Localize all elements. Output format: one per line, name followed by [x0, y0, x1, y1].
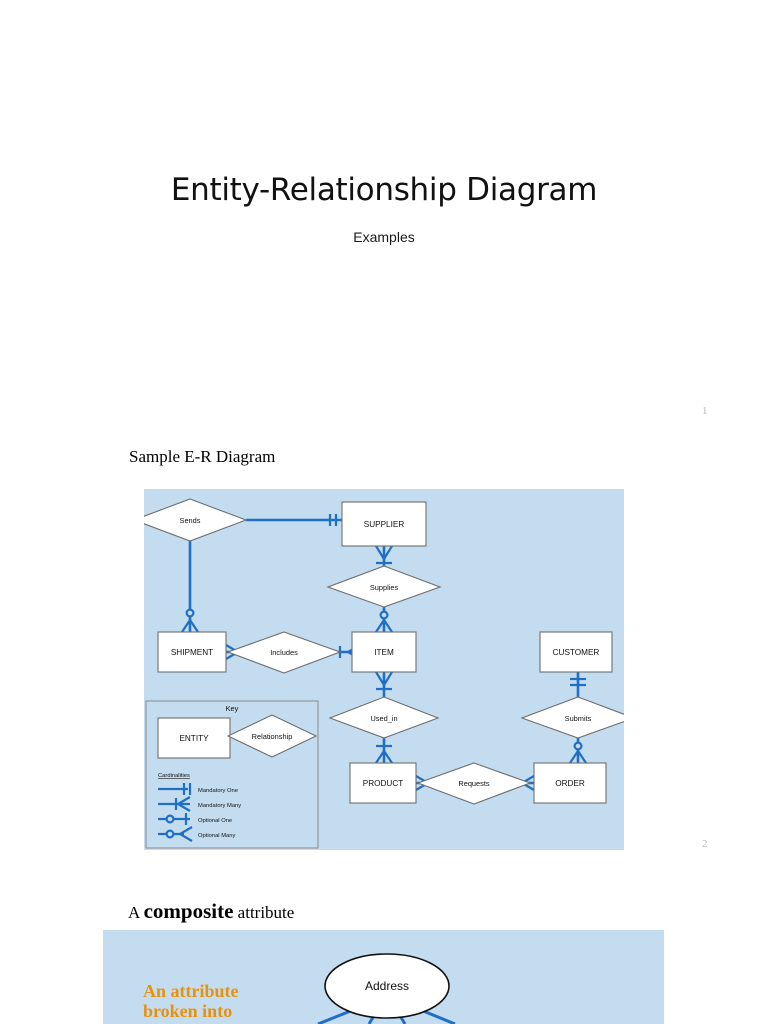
relationship-requests[interactable]: Requests	[416, 762, 532, 805]
key-cardinality-label-1: Mandatory Many	[198, 803, 241, 809]
key-entity-shape	[157, 717, 231, 759]
entity-product-label: PRODUCT	[363, 779, 403, 788]
entity-product[interactable]: PRODUCT	[349, 762, 417, 804]
relationship-submits-label: Submits	[565, 714, 592, 723]
section-heading-sample-er: Sample E-R Diagram	[129, 447, 276, 466]
relationship-includes-label: Includes	[270, 648, 298, 657]
er-diagram-svg: .ln{stroke:#1f6fc4;stroke-width:2.6;fill…	[144, 498, 624, 849]
attribute-address[interactable]: Address	[324, 953, 450, 1019]
page-title: Entity-Relationship Diagram	[170, 172, 598, 208]
er-diagram-panel: .ln{stroke:#1f6fc4;stroke-width:2.6;fill…	[144, 489, 624, 850]
entity-order-label: ORDER	[555, 779, 585, 788]
composite-attribute-svg: .cl{stroke:#1f6fc4;stroke-width:3;fill:n…	[317, 953, 456, 1024]
entity-item-label: ITEM	[374, 648, 394, 657]
page-subtitle: Examples	[353, 229, 415, 245]
relationship-used-in[interactable]: Used_in	[328, 696, 440, 739]
relationship-supplies-label: Supplies	[370, 583, 399, 592]
relationship-sends-label: Sends	[180, 516, 201, 525]
key-relationship-label: Relationship	[252, 732, 293, 741]
relationship-submits[interactable]: Submits	[520, 696, 624, 739]
key-cardinality-label-0: Mandatory One	[198, 788, 238, 794]
key-cardinalities-title: Cardinalities	[158, 773, 190, 779]
entity-customer[interactable]: CUSTOMER	[539, 631, 613, 673]
key-cardinality-label-3: Optional Many	[198, 833, 235, 839]
section-heading-composite: A composite attribute	[128, 899, 294, 924]
key-legend: Key ENTITY Relationship Cardinalities Ma…	[145, 700, 319, 849]
entity-shipment[interactable]: SHIPMENT	[157, 631, 227, 673]
relationship-requests-label: Requests	[458, 779, 490, 788]
composite-attribute-panel: .cl{stroke:#1f6fc4;stroke-width:3;fill:n…	[103, 930, 664, 1024]
page-number-1: 1	[702, 405, 708, 417]
entity-shipment-label: SHIPMENT	[171, 648, 213, 657]
attribute-address-label: Address	[365, 979, 409, 993]
relationship-used-in-label: Used_in	[370, 714, 397, 723]
relationship-includes[interactable]: Includes	[226, 631, 342, 674]
key-entity-label: ENTITY	[179, 734, 209, 743]
key-relationship-shape	[226, 714, 318, 758]
entity-customer-label: CUSTOMER	[553, 648, 600, 657]
page-number-2: 2	[702, 838, 708, 850]
composite-heading-bold: composite	[143, 899, 234, 923]
entity-supplier-label: SUPPLIER	[364, 520, 405, 529]
entity-order[interactable]: ORDER	[533, 762, 607, 804]
composite-heading-prefix: A	[128, 903, 144, 922]
relationship-supplies[interactable]: Supplies	[326, 565, 442, 608]
relationship-sends[interactable]: Sends	[144, 498, 248, 542]
entity-supplier[interactable]: SUPPLIER	[341, 501, 427, 547]
key-title: Key	[226, 704, 239, 713]
composite-heading-suffix: attribute	[233, 903, 295, 922]
entity-item[interactable]: ITEM	[351, 631, 417, 673]
key-cardinality-label-2: Optional One	[198, 818, 232, 824]
